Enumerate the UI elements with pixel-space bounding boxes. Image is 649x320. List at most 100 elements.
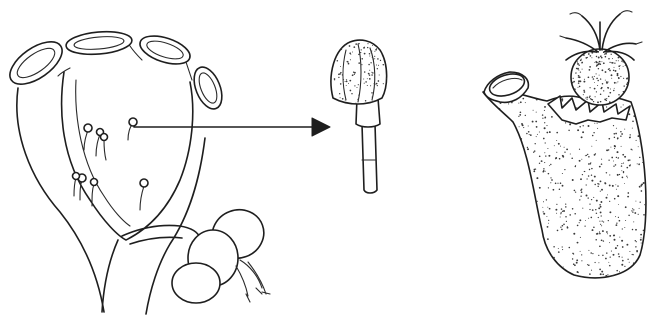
stipple-dot [509, 234, 510, 235]
stipple-dot [494, 270, 495, 271]
stipple-dot [565, 206, 567, 208]
stipple-dot [603, 240, 604, 241]
stipple-dot [578, 87, 579, 88]
stipple-dot [564, 78, 566, 80]
stipple-dot [643, 182, 645, 184]
stipple-dot [619, 237, 620, 238]
stipple-dot [616, 157, 617, 158]
stipple-dot [640, 273, 641, 274]
stipple-dot [601, 163, 603, 165]
stipple-dot [523, 127, 524, 128]
stipple-dot [588, 53, 590, 55]
stipple-dot [569, 86, 571, 88]
stipple-dot [489, 75, 491, 77]
stipple-dot [498, 198, 500, 200]
stipple-dot [539, 71, 541, 73]
stipple-dot [553, 246, 555, 248]
stipple-dot [497, 202, 498, 203]
stipple-dot [342, 98, 344, 100]
stipple-dot [600, 181, 602, 183]
stipple-dot [562, 282, 563, 283]
stipple-dot [346, 36, 347, 37]
stipple-dot [572, 179, 574, 181]
stipple-dot [571, 158, 573, 160]
stipple-dot [372, 97, 373, 98]
stipple-dot [484, 190, 486, 192]
stipple-dot [345, 100, 346, 101]
stipple-dot [327, 38, 328, 39]
stipple-dot [530, 262, 531, 263]
stipple-dot [539, 262, 540, 263]
stipple-dot [502, 166, 503, 167]
stipple-dot [504, 163, 505, 164]
stipple-dot [377, 37, 378, 38]
stipple-dot [606, 231, 608, 233]
stipple-dot [555, 276, 557, 278]
stipple-dot [524, 73, 525, 74]
stipple-dot [529, 213, 530, 214]
stipple-dot [497, 185, 499, 187]
stipple-dot [577, 63, 579, 65]
stipple-dot [643, 214, 645, 216]
stipple-dot [554, 145, 555, 146]
stipple-dot [616, 223, 617, 224]
stipple-dot [497, 69, 499, 71]
stipple-dot [592, 135, 594, 137]
stipple-dot [640, 202, 641, 203]
stipple-dot [340, 72, 342, 74]
stipple-dot [644, 251, 646, 253]
stipple-dot [346, 79, 347, 80]
stipple-dot [515, 154, 517, 156]
stipple-dot [636, 140, 637, 141]
stipple-dot [615, 184, 616, 185]
stipple-dot [638, 81, 640, 83]
stipple-dot [498, 148, 500, 150]
stipple-dot [562, 282, 564, 284]
stipple-dot [539, 156, 541, 158]
stipple-dot [560, 146, 561, 147]
stipple-dot [523, 224, 525, 226]
stipple-dot [548, 254, 549, 255]
stipple-dot [369, 70, 370, 71]
stipple-dot [358, 54, 359, 55]
stipple-dot [628, 99, 629, 100]
stipple-dot [632, 212, 633, 213]
stipple-dot [499, 268, 500, 269]
stipple-dot [543, 255, 544, 256]
stipple-dot [510, 126, 511, 127]
stipple-dot [481, 136, 482, 137]
stipple-dot [613, 166, 614, 167]
stipple-dot [629, 262, 630, 263]
stipple-dot [484, 279, 486, 281]
stipple-dot [580, 190, 581, 191]
stipple-dot [494, 183, 495, 184]
stipple-dot [607, 194, 608, 195]
stipple-dot [629, 159, 630, 160]
stipple-dot [611, 74, 613, 76]
stipple-dot [627, 82, 628, 83]
stipple-dot [637, 86, 638, 87]
stipple-dot [601, 239, 603, 241]
stipple-dot [612, 62, 614, 64]
stipple-dot [563, 210, 565, 212]
stipple-dot [615, 133, 617, 135]
stipple-dot [618, 204, 619, 205]
stipple-dot [391, 94, 393, 96]
stipple-dot [618, 256, 620, 258]
stipple-dot [594, 88, 596, 90]
stipple-dot [523, 224, 525, 226]
stipple-dot [597, 101, 599, 103]
stipple-dot [541, 160, 543, 162]
stipple-dot [506, 148, 508, 150]
stipple-dot [622, 154, 624, 156]
stipple-dot [631, 98, 633, 100]
stipple-dot [480, 72, 481, 73]
stipple-dot [546, 125, 547, 126]
pedicel-line-left [102, 240, 118, 312]
stipple-dot [543, 211, 544, 212]
stipple-dot [530, 272, 532, 274]
stipple-dot [367, 47, 368, 48]
stipple-dot [580, 237, 581, 238]
stipple-dot [591, 175, 592, 176]
stipple-dot [508, 183, 509, 184]
